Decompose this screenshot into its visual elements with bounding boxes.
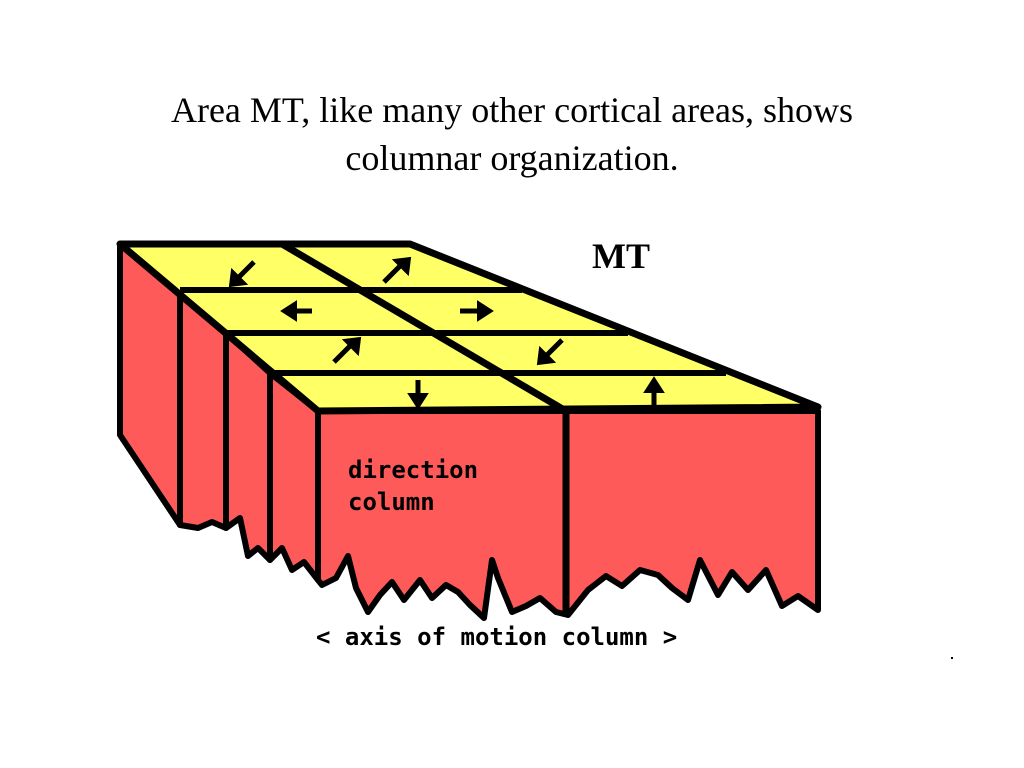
direction-arrows xyxy=(228,256,665,410)
arrow-down-left-icon xyxy=(536,338,564,366)
top-surface-fill xyxy=(116,240,822,415)
slide-title: Area MT, like many other cortical areas,… xyxy=(62,86,962,182)
arrow-down-icon xyxy=(407,380,429,410)
front-face xyxy=(315,408,821,621)
slide-title-line-2: columnar organization. xyxy=(345,138,679,178)
area-label: MT xyxy=(592,236,650,276)
arrow-up-right-icon xyxy=(332,336,362,364)
arrow-down-left-icon xyxy=(228,260,256,288)
arrow-left-icon xyxy=(280,300,312,322)
top-surface xyxy=(116,240,822,415)
arrow-right-icon xyxy=(460,300,494,322)
left-side-faces xyxy=(117,241,321,583)
direction-column-label-line-2: column xyxy=(348,488,435,516)
slide-title-line-1: Area MT, like many other cortical areas,… xyxy=(170,90,854,130)
arrow-up-right-icon xyxy=(382,256,412,284)
arrow-up-icon xyxy=(643,376,665,406)
direction-column-label-line-1: direction xyxy=(348,456,478,484)
stray-dot xyxy=(951,657,953,659)
axis-of-motion-label: < axis of motion column > xyxy=(316,623,677,651)
top-column-divider xyxy=(280,240,568,415)
